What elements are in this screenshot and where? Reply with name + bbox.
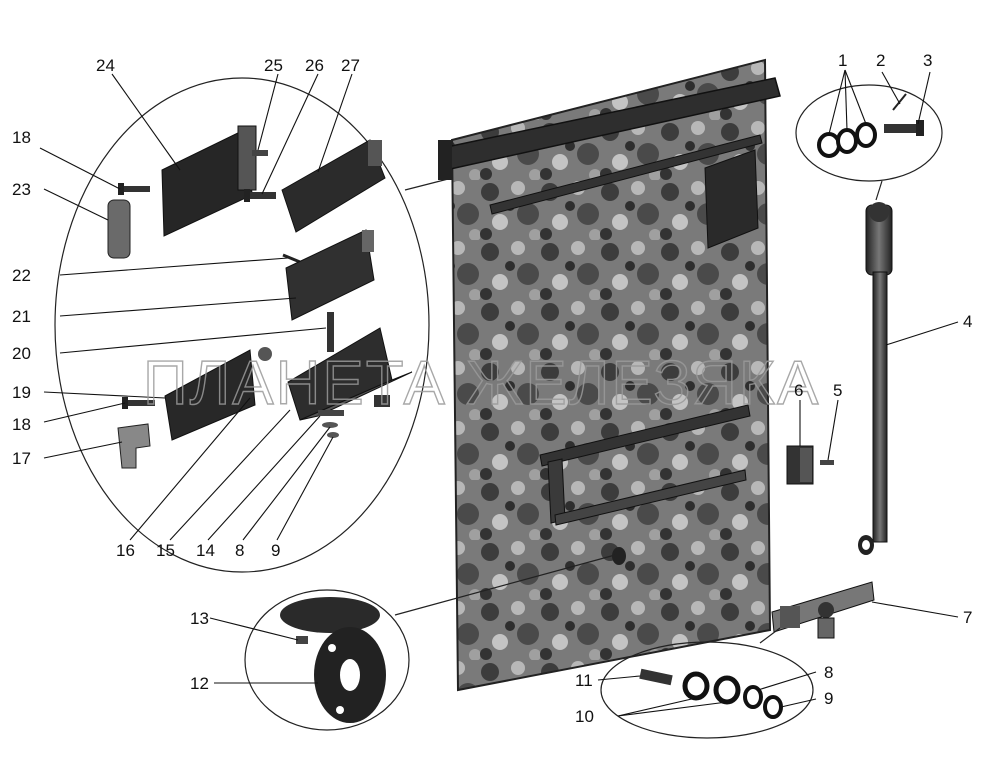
label-4: 4: [963, 312, 972, 331]
label-2: 2: [876, 51, 885, 70]
label-13: 13: [190, 609, 209, 628]
label-3: 3: [923, 51, 932, 70]
label-18-lower: 18: [12, 415, 31, 434]
label-7: 7: [963, 608, 972, 627]
label-18-upper: 18: [12, 128, 31, 147]
label-26: 26: [305, 56, 324, 75]
leader-lines: [39, 69, 959, 717]
label-15: 15: [156, 541, 175, 560]
detail-circle-bumper: [244, 554, 616, 731]
label-14: 14: [196, 541, 215, 560]
watermark-text: ПЛАНЕТА ЖЕЛЕЗЯКА: [143, 349, 820, 418]
label-9-upper: 9: [271, 541, 280, 560]
detail-circle-upper-left: [54, 77, 453, 573]
label-12: 12: [190, 674, 209, 693]
door-panel: [438, 58, 781, 692]
label-25: 25: [264, 56, 283, 75]
hinge-leaf-16: [164, 349, 256, 441]
label-11: 11: [575, 671, 593, 690]
label-5: 5: [833, 381, 842, 400]
label-9-lower: 9: [824, 689, 833, 708]
detail-circle-washers-upper: [795, 84, 943, 201]
label-8-lower: 8: [824, 663, 833, 682]
label-10: 10: [575, 707, 594, 726]
label-27: 27: [341, 56, 360, 75]
label-6: 6: [794, 381, 803, 400]
label-20: 20: [12, 344, 31, 363]
detail-circle-washers-lower: [600, 627, 814, 739]
label-21: 21: [12, 307, 31, 326]
bracket-6: [786, 445, 834, 485]
label-8-upper: 8: [235, 541, 244, 560]
label-1: 1: [838, 51, 847, 70]
label-23: 23: [12, 180, 31, 199]
label-22: 22: [12, 266, 31, 285]
pad-23: [107, 199, 131, 259]
channel-27: [281, 139, 386, 233]
label-17: 17: [12, 449, 31, 468]
label-24: 24: [96, 56, 115, 75]
gas-strut-4: [858, 202, 893, 555]
plate-7: [771, 581, 875, 639]
label-16: 16: [116, 541, 135, 560]
channel-21: [285, 229, 375, 321]
clip-17: [117, 423, 151, 469]
label-19: 19: [12, 383, 31, 402]
callout-labels: 1 2 3 4 5 6 7 8 9 10 11 12 13 14 15 16 8…: [12, 51, 972, 726]
